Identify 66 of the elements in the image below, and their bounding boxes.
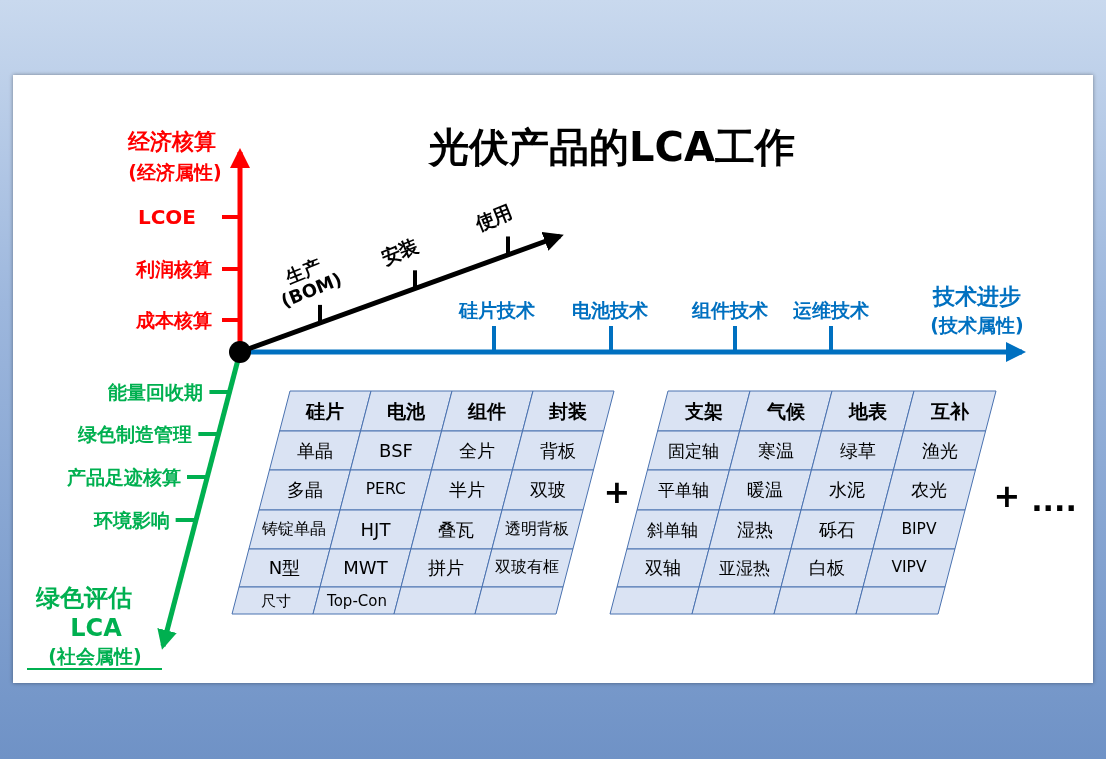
tick-label: 运维技术: [793, 299, 869, 321]
column-header: 硅片: [306, 400, 345, 422]
table-entry: VIPV: [891, 559, 927, 577]
table-entry: 白板: [808, 558, 845, 578]
axis-title: 技术进步: [933, 284, 1021, 310]
tick-label: 安装: [378, 235, 422, 269]
axis-subtitle: (社会属性): [48, 645, 142, 667]
table-entry: 固定轴: [668, 441, 719, 460]
column-header: 封装: [549, 400, 588, 422]
tick-label: 绿色制造管理: [78, 423, 193, 445]
table-entry: 寒温: [757, 440, 794, 461]
table-entry: 渔光: [921, 440, 958, 461]
table-entry: 平单轴: [657, 480, 709, 500]
tick-label: 环境影响: [93, 509, 170, 531]
table-entry: 湿热: [737, 519, 773, 540]
tick-label: 硅片技术: [459, 299, 535, 321]
table-entry: HJT: [360, 519, 391, 540]
table-entry: 单晶: [297, 440, 333, 461]
plus-sign: +: [993, 479, 1021, 515]
tick-label: 成本核算: [136, 309, 212, 331]
axis-title: 经济核算: [128, 129, 216, 155]
axis-title: 绿色评估: [36, 584, 132, 612]
table-entry: 尺寸: [261, 592, 291, 609]
table-entry: Top-Con: [327, 592, 387, 609]
tick-label: 电池技术: [572, 299, 648, 321]
tick-label: 组件技术: [692, 299, 768, 321]
table-entry: 水泥: [829, 480, 866, 500]
axis-subtitle: (经济属性): [128, 161, 222, 183]
table-entry: BIPV: [901, 521, 937, 538]
tick-label: 能量回收期: [108, 381, 204, 403]
table-entry: 暖温: [747, 480, 784, 500]
table-entry: BSF: [379, 440, 413, 461]
axis-subtitle: (技术属性): [930, 314, 1024, 336]
column-header: 互补: [930, 400, 969, 422]
table-entry: 拼片: [428, 558, 465, 578]
table-entry: 多晶: [286, 480, 323, 500]
table-entry: 叠瓦: [438, 519, 475, 540]
column-header: 组件: [468, 400, 507, 422]
table-entry: 双玻: [529, 480, 566, 500]
table-entry: 半片: [448, 480, 485, 500]
table-entry: 双轴: [644, 558, 681, 578]
table-entry: MWT: [343, 558, 388, 578]
table-entry: 全片: [459, 440, 495, 461]
table-entry: 铸锭单晶: [262, 521, 327, 538]
plus-sign: +: [603, 475, 631, 511]
tick-label: 产品足迹核算: [67, 466, 181, 488]
tick-label: 使用: [472, 201, 516, 235]
page-title: 光伏产品的LCA工作: [429, 125, 795, 169]
table-entry: 砾石: [819, 519, 855, 540]
column-header: 地表: [848, 400, 887, 422]
table-entry: 绿草: [839, 440, 876, 461]
table-entry: 亚湿热: [719, 558, 771, 578]
table-entry: PERC: [365, 481, 406, 499]
table-entry: N型: [268, 558, 301, 578]
column-header: 电池: [387, 400, 426, 422]
table-entry: 农光: [911, 480, 948, 500]
table-entry: 背板: [540, 440, 576, 461]
ellipsis: ....: [1031, 483, 1077, 517]
column-header: 支架: [684, 400, 723, 422]
tick-label: 利润核算: [136, 258, 212, 280]
table-entry: 透明背板: [505, 521, 570, 538]
tick-label: LCOE: [137, 206, 196, 228]
table-entry: 斜单轴: [647, 520, 699, 539]
table-entry: 双玻有框: [495, 559, 560, 577]
column-header: 气候: [766, 400, 805, 422]
axis-title: LCA: [70, 614, 122, 642]
